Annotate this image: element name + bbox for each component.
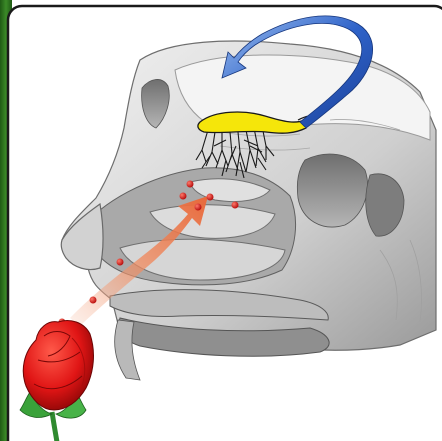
odor-molecule	[180, 193, 187, 200]
odor-molecule	[117, 259, 124, 266]
odor-molecule	[232, 202, 239, 209]
odor-molecule	[90, 297, 97, 304]
odor-molecule	[207, 194, 214, 201]
odor-molecule	[187, 181, 194, 188]
odor-molecule	[195, 204, 202, 211]
